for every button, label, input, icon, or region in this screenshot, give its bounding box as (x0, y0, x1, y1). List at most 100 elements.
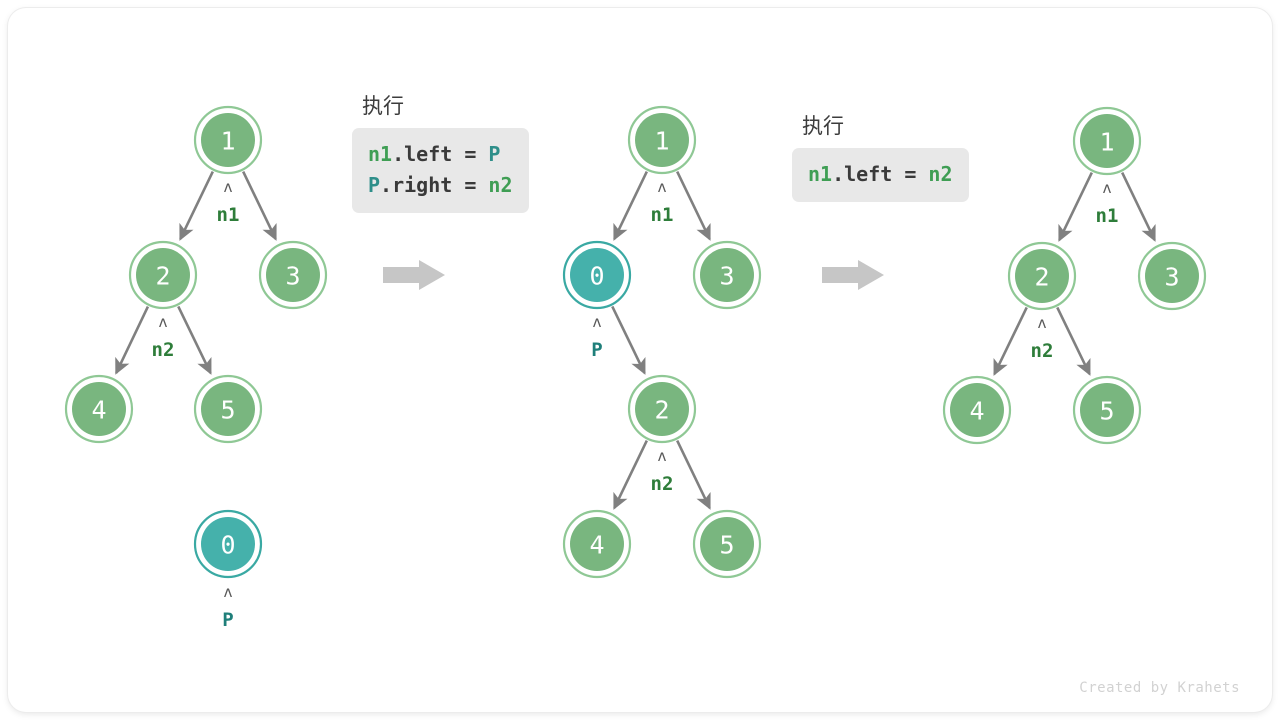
node-outer-ring (1072, 106, 1142, 176)
tree-node-3[interactable]: 3 (1137, 241, 1207, 311)
tree-node-5[interactable]: 5 (193, 374, 263, 444)
watermark: Created by Krahets (1079, 680, 1240, 696)
node-value: 1 (220, 127, 235, 156)
node-circle (635, 382, 689, 436)
tree-edge (115, 306, 150, 375)
node-outer-ring (1072, 375, 1142, 445)
tree-node-1[interactable]: 1 (193, 105, 263, 175)
tree-node-4[interactable]: 4 (942, 375, 1012, 445)
pointer-name: n2 (651, 473, 674, 495)
code-token: P (488, 142, 501, 166)
pointer-label-P: ʌP (222, 583, 233, 631)
node-circle (635, 113, 689, 167)
node-outer-ring (942, 375, 1012, 445)
tree-node-2[interactable]: 2 (128, 240, 198, 310)
pointer-name: n1 (1096, 205, 1119, 227)
tree-node-2[interactable]: 2 (1007, 241, 1077, 311)
node-value: 3 (285, 262, 300, 291)
node-circle (266, 248, 320, 302)
node-value: 2 (155, 262, 170, 291)
tree-node-0[interactable]: 0 (193, 509, 263, 579)
node-circle (72, 382, 126, 436)
tree-node-1[interactable]: 1 (627, 105, 697, 175)
node-value: 4 (589, 531, 604, 560)
node-value: 0 (220, 531, 235, 560)
node-value: 5 (1099, 397, 1114, 426)
node-outer-ring (1007, 241, 1077, 311)
code-line: n1.left = n2 (808, 159, 953, 190)
pointer-caret-icon: ʌ (657, 447, 666, 465)
node-outer-ring (627, 374, 697, 444)
step-arrow-2 (822, 260, 884, 290)
node-outer-ring (64, 374, 134, 444)
node-value: 0 (589, 262, 604, 291)
pointer-caret-icon: ʌ (158, 313, 167, 331)
pointer-name: n2 (1031, 340, 1054, 362)
tree-edge (676, 439, 711, 510)
tree-node-4[interactable]: 4 (64, 374, 134, 444)
node-circle (201, 113, 255, 167)
step-arrows-layer (383, 260, 884, 290)
tree-node-0[interactable]: 0 (562, 240, 632, 310)
node-value: 1 (1099, 128, 1114, 157)
pointer-caret-icon: ʌ (1037, 314, 1046, 332)
step-arrow-1 (383, 260, 445, 290)
tree-node-3[interactable]: 3 (692, 240, 762, 310)
node-value: 3 (1164, 263, 1179, 292)
tree-node-1[interactable]: 1 (1072, 106, 1142, 176)
node-circle (950, 383, 1004, 437)
panel-title-step2: 执行 (802, 115, 844, 138)
node-outer-ring (193, 509, 263, 579)
tree-node-5[interactable]: 5 (692, 509, 762, 579)
pointer-caret-icon: ʌ (223, 583, 232, 601)
node-circle (1145, 249, 1199, 303)
pointer-caret-icon: ʌ (1102, 179, 1111, 197)
panel-title-step1: 执行 (362, 95, 404, 118)
node-circle (570, 517, 624, 571)
pointer-label-n1: ʌ n1 (651, 178, 674, 226)
pointer-label-n2: ʌ n2 (1031, 314, 1054, 362)
tree-edge (993, 306, 1028, 376)
pointer-name: n1 (217, 204, 240, 226)
pointer-label-n1: ʌ n1 (217, 178, 240, 226)
pointer-caret-icon: ʌ (223, 178, 232, 196)
pointer-caret-icon: ʌ (657, 178, 666, 196)
code-token: n2 (928, 162, 953, 186)
code-token: n2 (488, 173, 513, 197)
code-panel-step2: 执行 n1.left = n2 (792, 116, 969, 202)
tree-node-5[interactable]: 5 (1072, 375, 1142, 445)
code-token: .left = (392, 142, 489, 166)
node-outer-ring (562, 240, 632, 310)
pointer-name: n1 (651, 204, 674, 226)
tree-edge (242, 170, 277, 241)
node-circle (1080, 114, 1134, 168)
tree-edge (179, 170, 214, 241)
tree-node-3[interactable]: 3 (258, 240, 328, 310)
node-circle (136, 248, 190, 302)
node-value: 3 (719, 262, 734, 291)
code-block-step2: n1.left = n2 (792, 148, 969, 202)
node-circle (700, 248, 754, 302)
node-value: 2 (654, 396, 669, 425)
code-token: .right = (380, 173, 489, 197)
node-circle (1080, 383, 1134, 437)
pointer-name: P (222, 609, 233, 631)
tree-node-2[interactable]: 2 (627, 374, 697, 444)
tree-edge (613, 170, 648, 241)
node-circle (1015, 249, 1069, 303)
tree-edge (1121, 171, 1156, 242)
node-outer-ring (1137, 241, 1207, 311)
pointer-label-n2: ʌ n2 (651, 447, 674, 495)
tree-node-4[interactable]: 4 (562, 509, 632, 579)
node-circle (201, 517, 255, 571)
node-outer-ring (128, 240, 198, 310)
tree-edge (1056, 306, 1091, 376)
pointer-label-n2: ʌn2 (152, 313, 175, 361)
node-outer-ring (692, 240, 762, 310)
node-outer-ring (193, 105, 263, 175)
